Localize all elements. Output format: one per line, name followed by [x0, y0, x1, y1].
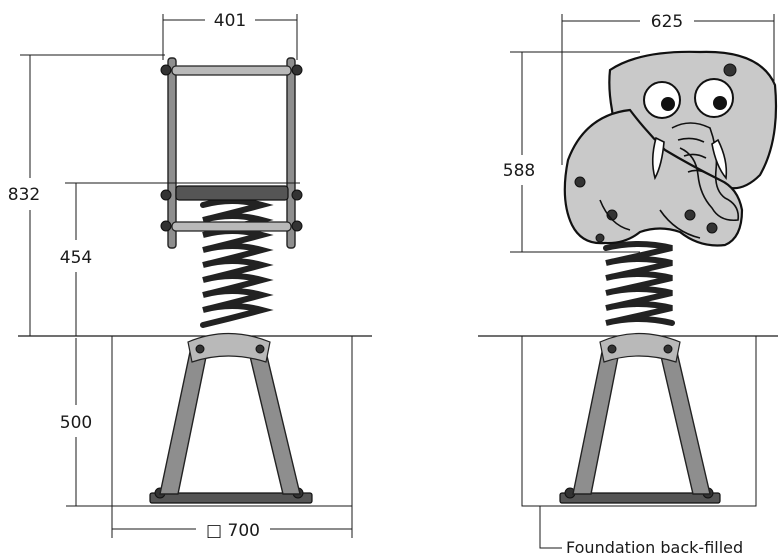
elephant-panel: [563, 50, 778, 247]
leg-right-side: [659, 351, 711, 495]
elephant-tusk: [651, 136, 665, 181]
foundation-note: Foundation back-filled: [539, 506, 743, 557]
dimension-401: 401: [214, 11, 246, 31]
top-bracket-front: [187, 332, 271, 363]
base-plate-side: [559, 492, 721, 504]
bracket-bolt: [255, 344, 265, 354]
dimension-588: 588: [503, 161, 535, 181]
handle-bar-top: [171, 65, 292, 76]
handle-frame-front: [160, 57, 303, 249]
dimension-832: 832: [8, 185, 40, 205]
foundation-note-text: Foundation back-filled: [566, 538, 743, 557]
elephant-eye-left: [643, 81, 681, 119]
spring-side: [603, 241, 675, 326]
dimension-500: 500: [60, 413, 92, 433]
leg-left-front: [159, 351, 208, 495]
dimension-454: 454: [60, 248, 92, 268]
front-dimensions: 401 832 454 500 □ 700: [8, 11, 353, 541]
front-view: [149, 57, 313, 504]
leg-right-front: [248, 351, 301, 495]
dimension-700: □ 700: [206, 521, 260, 541]
foundation-pit-left: [111, 336, 353, 507]
elephant-eye-right: [694, 78, 734, 118]
bracket-bolt: [195, 344, 205, 354]
elephant-pupil: [713, 96, 727, 110]
leg-left-side: [572, 351, 620, 495]
side-dimensions: 625 588: [503, 12, 775, 253]
seat-mount: [175, 185, 289, 201]
top-bracket-side: [599, 332, 681, 363]
elephant-tusk: [711, 138, 728, 180]
dimension-625: 625: [651, 12, 683, 32]
handle-bar-lower: [171, 221, 292, 232]
foundation-pit-right: [521, 336, 757, 507]
base-plate-front: [149, 492, 313, 504]
ground-lines: [18, 335, 778, 507]
elephant-trunk: [671, 122, 740, 222]
side-view: [559, 50, 778, 504]
elephant-pupil: [661, 97, 675, 111]
spring-front: [200, 198, 274, 328]
